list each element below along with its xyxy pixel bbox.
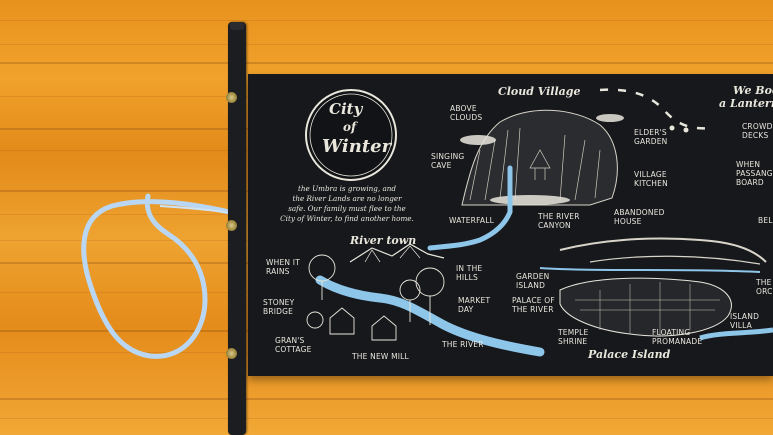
label-waterfall: WATERFALL: [449, 216, 494, 225]
region-we-boo: We Boo: [733, 84, 773, 97]
rod-cap: [230, 22, 244, 30]
label-the-river: THE RIVER: [442, 340, 484, 349]
story-line-1: the Umbra is growing, and: [298, 184, 396, 193]
label-bel: BEL: [758, 216, 773, 225]
grommet-bottom: [226, 348, 237, 359]
story-line-3: safe. Our family must flee to the: [288, 204, 406, 213]
emblem-of: of: [343, 120, 357, 134]
region-river-town: River town: [350, 234, 417, 247]
label-the-new-mill: THE NEW MILL: [352, 352, 409, 361]
region-palace-island: Palace Island: [588, 348, 671, 361]
grommet-middle: [226, 220, 237, 231]
story-line-4: City of Winter, to find another home.: [280, 214, 414, 223]
grommet-top: [226, 92, 237, 103]
region-a-lantern: a Lantern: [719, 97, 773, 110]
region-cloud-village: Cloud Village: [498, 85, 581, 98]
wooden-dowel-rod: [228, 22, 246, 435]
emblem-winter: Winter: [322, 136, 392, 157]
emblem-city: City: [329, 100, 363, 118]
story-line-2: the River Lands are no longer: [292, 194, 402, 203]
